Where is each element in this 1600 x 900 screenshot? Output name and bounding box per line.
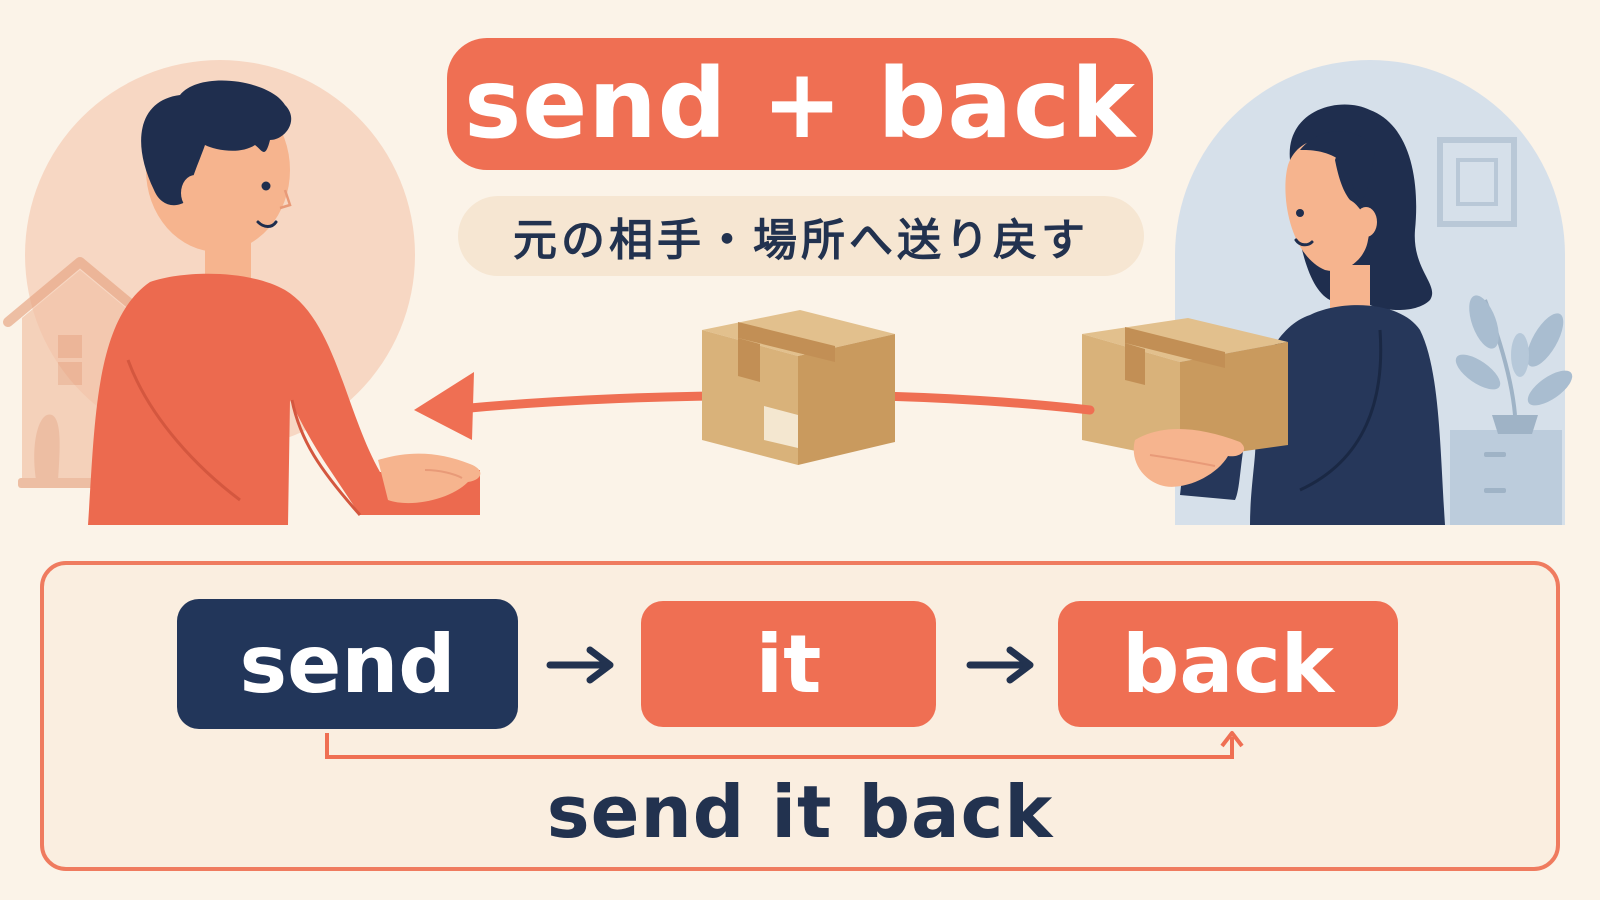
package-box-icon (702, 310, 895, 465)
held-package-box-icon (1082, 318, 1288, 487)
title-badge: send + back (447, 38, 1153, 170)
token-send: send (177, 599, 518, 729)
plant-icon (1450, 295, 1573, 525)
picture-frame-icon (1437, 137, 1517, 227)
arrow-left-icon (414, 372, 474, 440)
woman-figure (1180, 104, 1445, 525)
token-back: back (1058, 601, 1398, 727)
man-figure (88, 80, 481, 525)
illustration-scene (3, 60, 1573, 525)
result-phrase: send it back (546, 770, 1054, 854)
subtitle-badge: 元の相手・場所へ送り戻す (458, 196, 1144, 276)
token-it: it (641, 601, 936, 727)
